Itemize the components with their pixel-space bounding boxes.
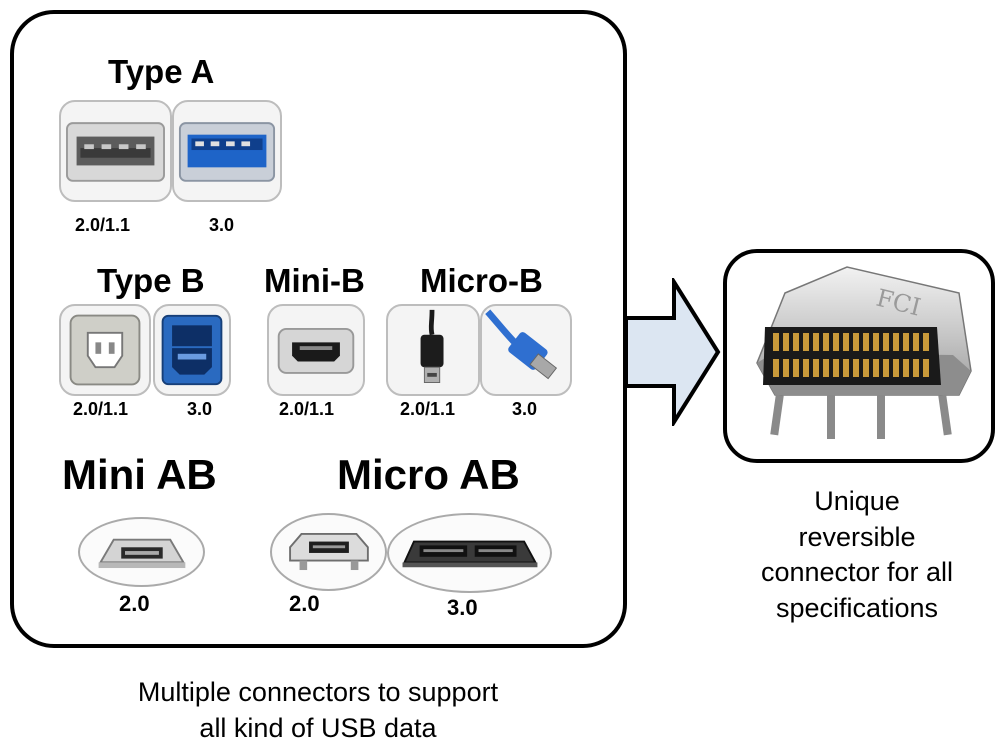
usb-type-c-icon: FCI [756, 266, 972, 439]
micro-ab-2-label: 2.0 [289, 591, 320, 616]
type-a-title: Type A [108, 53, 215, 90]
right-arrow-icon [624, 278, 721, 426]
usb-type-a-2-icon [59, 100, 172, 202]
right-caption: Unique reversible connector for all spec… [716, 484, 998, 627]
micro-ab-title: Micro AB [337, 451, 520, 498]
left-caption-line-1: Multiple connectors to support [137, 677, 499, 707]
usb-mini-ab-icon [78, 517, 205, 587]
right-caption-line-1: Unique [814, 486, 900, 516]
type-b-3-label: 3.0 [187, 399, 213, 419]
usb-mini-b-icon [267, 304, 365, 396]
usb-micro-b-3-icon [480, 304, 572, 396]
right-caption-line-2: reversible [798, 521, 916, 552]
usb-type-c-frame: FCI [723, 249, 995, 463]
usb-micro-ab-2-icon [270, 513, 387, 591]
usb-micro-ab-3-icon [387, 513, 552, 593]
mini-ab-title: Mini AB [62, 451, 217, 498]
usb-type-b-3-icon [153, 304, 231, 396]
micro-ab-3-label: 3.0 [447, 595, 478, 620]
usb-micro-b-2-icon [386, 304, 480, 396]
type-a-2-label: 2.0/1.1 [75, 215, 131, 235]
mini-b-2-label: 2.0/1.1 [279, 399, 335, 419]
right-caption-line-4: specifications [775, 592, 939, 623]
type-b-2-label: 2.0/1.1 [73, 399, 129, 419]
mini-b-title: Mini-B [264, 262, 365, 299]
left-caption-line-2: all kind of USB data [199, 712, 437, 743]
micro-b-2-label: 2.0/1.1 [400, 399, 456, 419]
usb-type-a-3-icon [172, 100, 282, 202]
mini-ab-2-label: 2.0 [119, 591, 150, 616]
usb-type-b-2-icon [59, 304, 151, 396]
type-a-3-label: 3.0 [209, 215, 235, 235]
type-b-title: Type B [97, 262, 205, 299]
micro-b-3-label: 3.0 [512, 399, 538, 419]
left-caption: Multiple connectors to support all kind … [18, 675, 618, 746]
micro-b-title: Micro-B [420, 262, 543, 299]
right-caption-line-3: connector for all [760, 557, 954, 588]
